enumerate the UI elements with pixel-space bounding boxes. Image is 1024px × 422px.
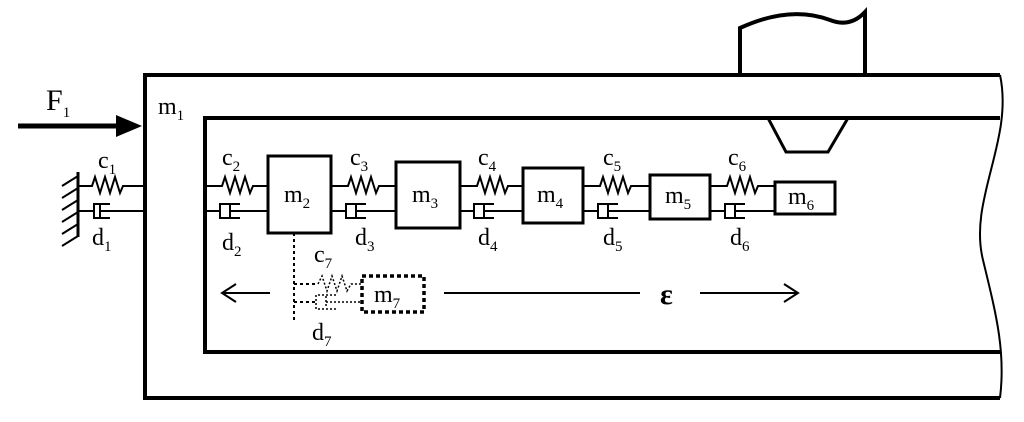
spring-label-c3: c3 <box>350 145 368 175</box>
outer-mass-label: m1 <box>158 94 184 124</box>
mass-m7 <box>360 274 426 314</box>
epsilon-label: ε <box>660 278 673 311</box>
damper-d4 <box>460 203 523 219</box>
mass-label-m7: m7 <box>374 282 401 312</box>
spring-label-c5: c5 <box>603 145 621 175</box>
spring-c3 <box>331 173 396 197</box>
damper-label-d3: d3 <box>355 225 375 255</box>
mass-label-m3: m3 <box>412 182 438 212</box>
mass-label-m2: m2 <box>284 182 310 212</box>
m7-branch <box>293 233 318 320</box>
force-label: F1 <box>46 84 70 121</box>
damper-label-d7: d7 <box>312 320 332 350</box>
mass-m4 <box>521 166 585 225</box>
mass-label-m5: m5 <box>665 183 691 213</box>
outer-body-m1 <box>143 73 1000 400</box>
damper-label-d6: d6 <box>730 225 750 255</box>
mass-label-m4: m4 <box>537 182 564 212</box>
epsilon-right-arrow <box>444 283 800 303</box>
force-arrow <box>18 115 142 137</box>
damper-d6 <box>710 203 775 219</box>
spring-c5 <box>583 173 650 197</box>
epsilon-left-arrow <box>220 283 270 303</box>
spring-c7 <box>317 273 362 294</box>
damper-d3 <box>331 203 396 219</box>
spring-c4 <box>460 173 523 197</box>
damper-d2 <box>205 203 268 219</box>
ground-wall <box>61 172 80 247</box>
damper-label-d1: d1 <box>92 225 112 255</box>
spring-label-c2: c2 <box>222 145 240 175</box>
damper-d7 <box>315 294 362 310</box>
spring-c1 <box>78 173 145 197</box>
damper-d1 <box>78 203 145 219</box>
spring-c2 <box>205 173 268 197</box>
mass-label-m6: m6 <box>788 184 815 214</box>
mass-m6 <box>773 180 837 216</box>
spring-label-c1: c1 <box>98 148 116 178</box>
mass-m3 <box>394 160 462 230</box>
spring-label-c4: c4 <box>478 145 497 175</box>
damper-label-d5: d5 <box>603 225 623 255</box>
spring-label-c7: c7 <box>314 242 333 272</box>
inner-cavity <box>203 116 1000 354</box>
outer-body-break-edge <box>978 74 1004 399</box>
trapezoid-nut <box>766 117 850 154</box>
spring-c6 <box>710 173 775 197</box>
damper-label-d4: d4 <box>478 225 498 255</box>
damper-d5 <box>583 203 650 219</box>
top-support <box>738 6 867 75</box>
mass-m5 <box>648 173 712 221</box>
spring-label-c6: c6 <box>728 145 747 175</box>
damper-label-d2: d2 <box>222 230 242 260</box>
mass-m2 <box>266 154 333 235</box>
